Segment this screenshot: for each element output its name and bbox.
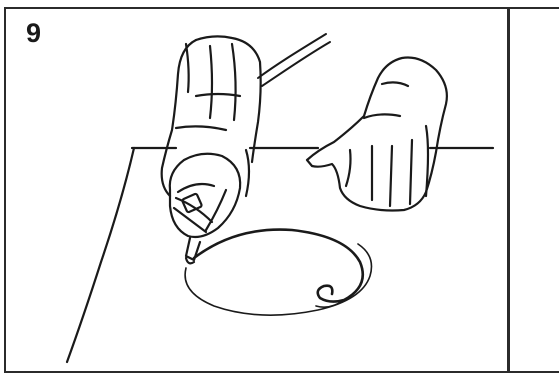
circle-cut-groove <box>185 230 371 316</box>
left-glove <box>162 36 261 196</box>
router-body <box>170 154 240 264</box>
router-cord <box>258 34 330 86</box>
right-glove <box>307 58 447 211</box>
